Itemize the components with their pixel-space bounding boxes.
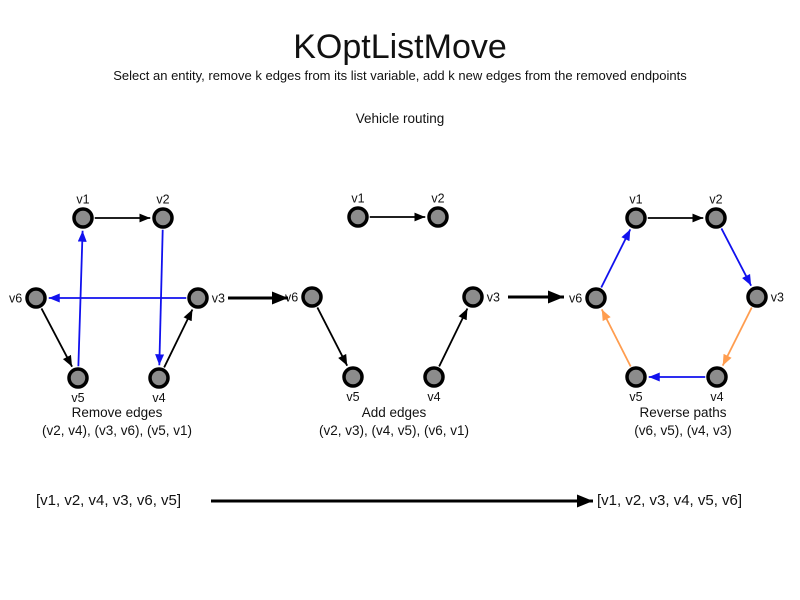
node-label-v5: v5 (71, 391, 84, 405)
edge-v6-v5 (40, 307, 73, 368)
node-v1 (625, 207, 647, 229)
caption-remove-edges: Remove edges (v2, v4), (v3, v6), (v5, v1… (42, 404, 192, 440)
node-label-v5: v5 (629, 390, 642, 404)
node-v3 (746, 286, 768, 308)
node-v2 (427, 206, 449, 228)
node-label-v1: v1 (629, 192, 642, 206)
node-label-v4: v4 (427, 390, 440, 404)
caption-title: Reverse paths (639, 405, 727, 420)
caption-title: Add edges (361, 405, 427, 420)
figure-subtitle: Select an entity, remove k edges from it… (113, 68, 687, 83)
node-label-v5: v5 (346, 390, 359, 404)
node-label-v6: v6 (9, 292, 22, 306)
node-label-v6: v6 (569, 292, 582, 306)
node-v3 (187, 287, 209, 309)
node-label-v1: v1 (351, 191, 364, 205)
edge-v3-v4 (721, 307, 753, 366)
caption-title: Remove edges (71, 405, 163, 420)
node-v2 (705, 207, 727, 229)
node-label-v2: v2 (156, 192, 169, 206)
node-v5 (342, 366, 364, 388)
node-v1 (347, 206, 369, 228)
edge-v6-v5 (316, 307, 348, 367)
node-label-v3: v3 (487, 291, 500, 305)
node-v5 (67, 367, 89, 389)
node-label-v6: v6 (285, 291, 298, 305)
node-v6 (585, 287, 607, 309)
caption-detail: (v2, v3), (v4, v5), (v6, v1) (318, 423, 470, 438)
context-label: Vehicle routing (355, 111, 445, 126)
node-v4 (148, 367, 170, 389)
diagram-remove-edges: v1 v2 v6 v3 v5 v4 (9, 192, 225, 405)
node-v3 (462, 286, 484, 308)
diagram-add-edges: v1 v2 v6 v3 v5 v4 (285, 191, 500, 404)
caption-add-edges: Add edges (v2, v3), (v4, v5), (v6, v1) (319, 404, 469, 440)
list-before: [v1, v2, v4, v3, v6, v5] (36, 492, 182, 509)
edge-v4-v3 (163, 309, 194, 368)
node-v2 (152, 207, 174, 229)
diagram-reverse-paths: v1 v2 v6 v3 v5 v4 (569, 192, 784, 404)
edge-v5-v6 (600, 308, 632, 367)
edge-v2-v3 (720, 228, 752, 287)
node-v4 (423, 366, 445, 388)
edge-v6-v1 (600, 229, 632, 288)
figure-title: KOptListMove (293, 28, 507, 66)
node-v5 (625, 366, 647, 388)
caption-detail: (v2, v4), (v3, v6), (v5, v1) (41, 423, 193, 438)
node-label-v4: v4 (710, 390, 723, 404)
node-label-v3: v3 (771, 291, 784, 305)
caption-detail: (v6, v5), (v4, v3) (634, 423, 732, 438)
node-v6 (25, 287, 47, 309)
node-label-v3: v3 (212, 292, 225, 306)
node-label-v2: v2 (431, 191, 444, 205)
node-label-v1: v1 (76, 192, 89, 206)
caption-reverse-paths: Reverse paths (v6, v5), (v4, v3) (634, 404, 732, 440)
edge-v4-v3 (438, 308, 469, 367)
node-v1 (72, 207, 94, 229)
node-label-v4: v4 (152, 391, 165, 405)
node-v6 (301, 286, 323, 308)
list-after: [v1, v2, v3, v4, v5, v6] (597, 492, 743, 509)
node-v4 (706, 366, 728, 388)
node-label-v2: v2 (709, 192, 722, 206)
